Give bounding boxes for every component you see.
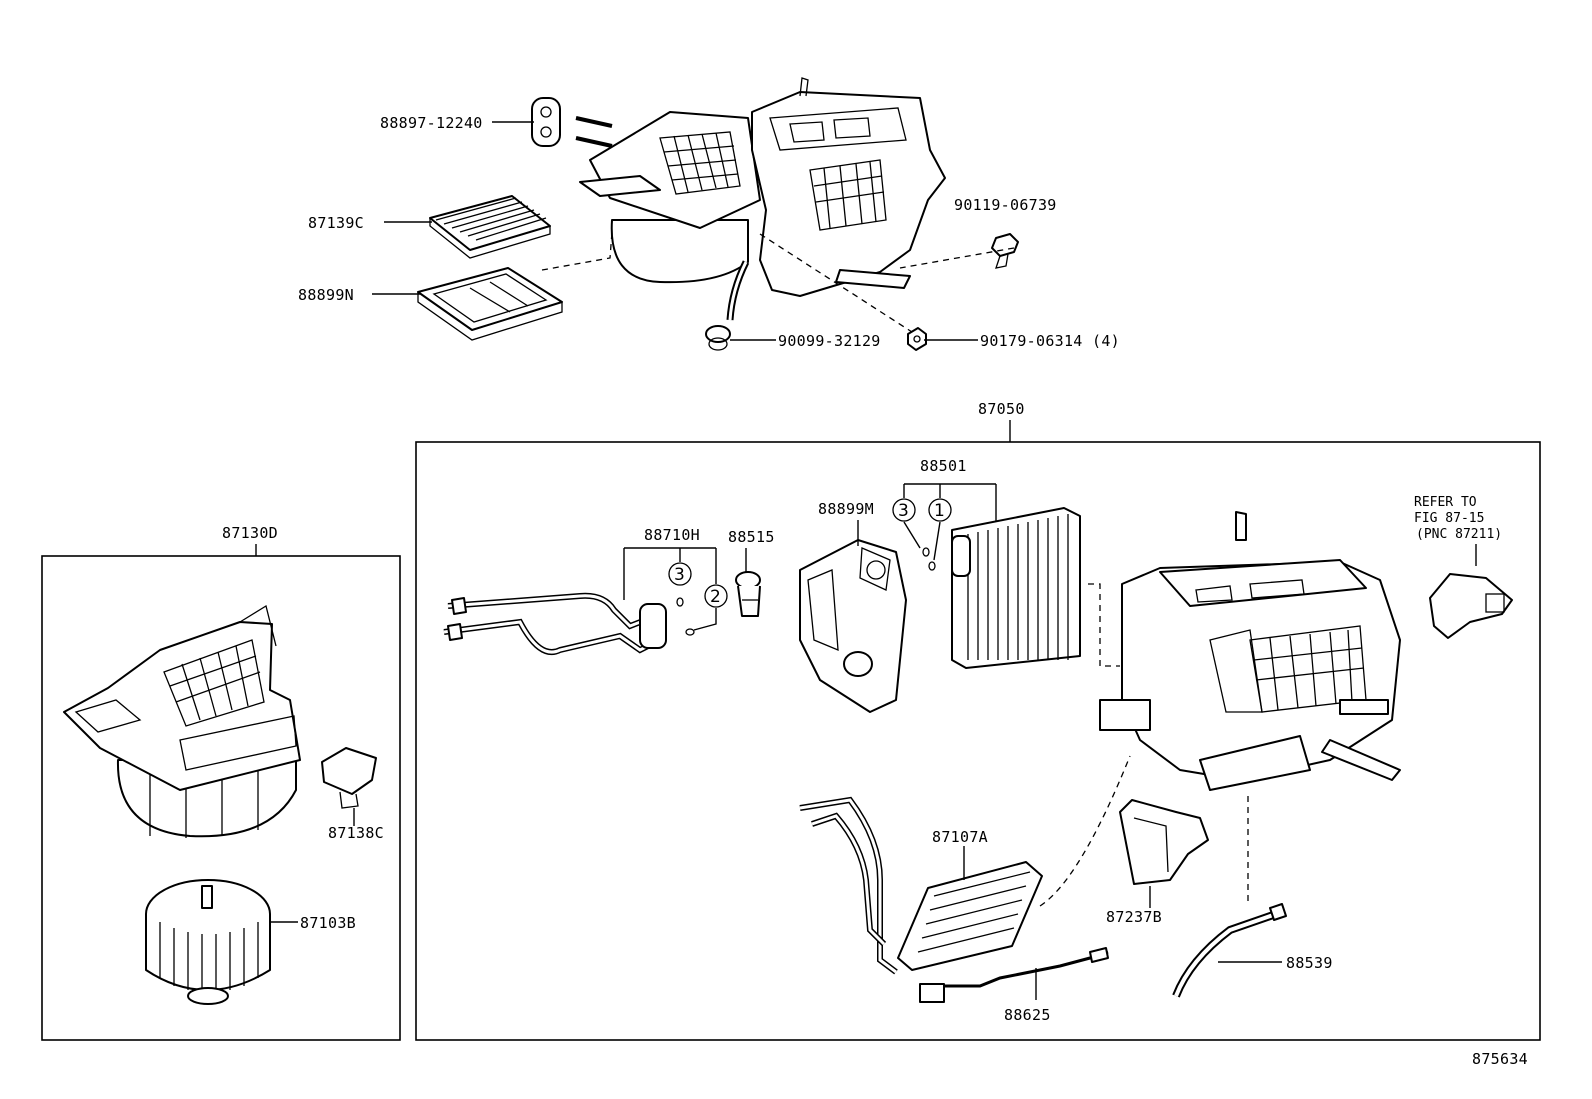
intake-grid	[659, 131, 741, 195]
blower-intake	[589, 111, 761, 229]
hvac-case	[751, 91, 946, 297]
bracket-87237b-part	[1119, 799, 1209, 885]
o-ring-3b	[922, 547, 930, 557]
label-88501: 88501	[920, 457, 967, 475]
case-88899m-part	[799, 539, 907, 713]
label-87139c: 87139C	[308, 214, 364, 232]
refer-text-line1: REFER TO	[1414, 495, 1477, 510]
label-87107a: 87107A	[932, 828, 988, 846]
callout-3a: 3	[674, 565, 685, 585]
refer-text-line3: (PNC 87211)	[1416, 527, 1502, 542]
top-assembly	[531, 77, 946, 321]
label-90119-06739: 90119-06739	[954, 196, 1057, 214]
o-ring-3a	[676, 597, 684, 607]
assembly-87050-frame	[415, 441, 1541, 1041]
label-88710h: 88710H	[644, 526, 700, 544]
callout-circle-3a	[668, 562, 692, 586]
callout-circle-1	[928, 498, 952, 522]
label-quantity-4: (4)	[1092, 332, 1120, 350]
label-88539: 88539	[1286, 954, 1333, 972]
o-ring-1	[928, 561, 936, 571]
evaporator-88501-part	[951, 507, 1081, 669]
pipe-88710h-part	[443, 592, 667, 655]
label-87050: 87050	[978, 400, 1025, 418]
o-ring-2	[685, 628, 695, 636]
callout-2: 2	[710, 587, 721, 607]
callout-1: 1	[934, 501, 945, 521]
label-90099-32129: 90099-32129	[778, 332, 881, 350]
label-88625: 88625	[1004, 1006, 1051, 1024]
label-88897-12240: 88897-12240	[380, 114, 483, 132]
callout-3b: 3	[898, 501, 909, 521]
harness-88625-part	[919, 947, 1109, 1003]
label-88899m: 88899M	[818, 500, 874, 518]
expansion-valve-88515-part	[735, 571, 761, 617]
blower-assembly-87130d-part	[63, 604, 301, 838]
case-bracket	[835, 269, 911, 289]
nut-90179-part	[907, 327, 927, 351]
callout-circle-3b	[892, 498, 916, 522]
label-87237b: 87237B	[1106, 908, 1162, 926]
blower-housing	[610, 219, 749, 284]
bracket-plate-part	[531, 97, 561, 147]
label-87130d: 87130D	[222, 524, 278, 542]
hose-88539-part	[1172, 903, 1287, 998]
heater-core-87107a-part	[799, 796, 1043, 975]
callout-circle-2	[704, 584, 728, 608]
bolt-90119-part	[991, 233, 1019, 269]
intake-flange	[579, 175, 661, 197]
hvac-case-87050-part	[1099, 511, 1401, 791]
grommet-90099-part	[705, 325, 731, 351]
assembly-87130d-frame	[41, 555, 401, 1041]
label-88515: 88515	[728, 528, 775, 546]
servo-motor-part	[1429, 573, 1513, 639]
filter-frame-88899n-part	[417, 267, 563, 341]
label-88899n: 88899N	[298, 286, 354, 304]
refer-text-line2: FIG 87-15	[1414, 511, 1484, 526]
label-87138c: 87138C	[328, 824, 384, 842]
label-90179-06314: 90179-06314	[980, 332, 1083, 350]
resistor-87138c-part	[321, 747, 377, 809]
figure-number: 875634	[1472, 1050, 1528, 1068]
blower-motor-87103b-part	[145, 879, 271, 1005]
label-87103b: 87103B	[300, 914, 356, 932]
filter-87139c-part	[429, 195, 551, 259]
